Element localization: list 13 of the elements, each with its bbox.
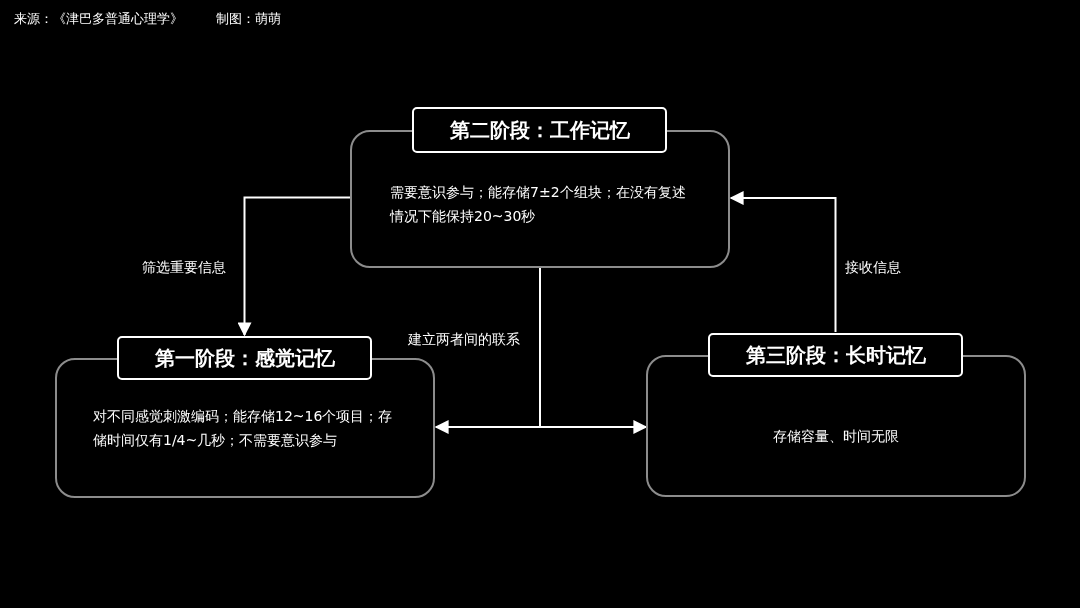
arrow bbox=[729, 191, 837, 333]
description-text: 需要意识参与；能存储7±2个组块；在没有复述情况下能保持20~30秒 bbox=[390, 183, 687, 226]
description-text: 对不同感觉刺激编码；能存储12~16个项目；存储时间仅有1/4~几秒；不需要意识参与 bbox=[93, 407, 393, 450]
header-text: 制图：萌萌 bbox=[214, 10, 283, 28]
stage-title: 第一阶段：感觉记忆 bbox=[117, 336, 372, 380]
stage-title: 第三阶段：长时记忆 bbox=[708, 333, 963, 377]
edge-label: 筛选重要信息 bbox=[140, 259, 228, 277]
edge-label: 建立两者间的联系 bbox=[406, 331, 522, 349]
arrow bbox=[539, 267, 648, 434]
arrow bbox=[237, 196, 351, 337]
description-text: 存储容量、时间无限 bbox=[772, 427, 900, 446]
stage-title: 第二阶段：工作记忆 bbox=[412, 107, 667, 153]
edge-label: 接收信息 bbox=[843, 259, 903, 277]
